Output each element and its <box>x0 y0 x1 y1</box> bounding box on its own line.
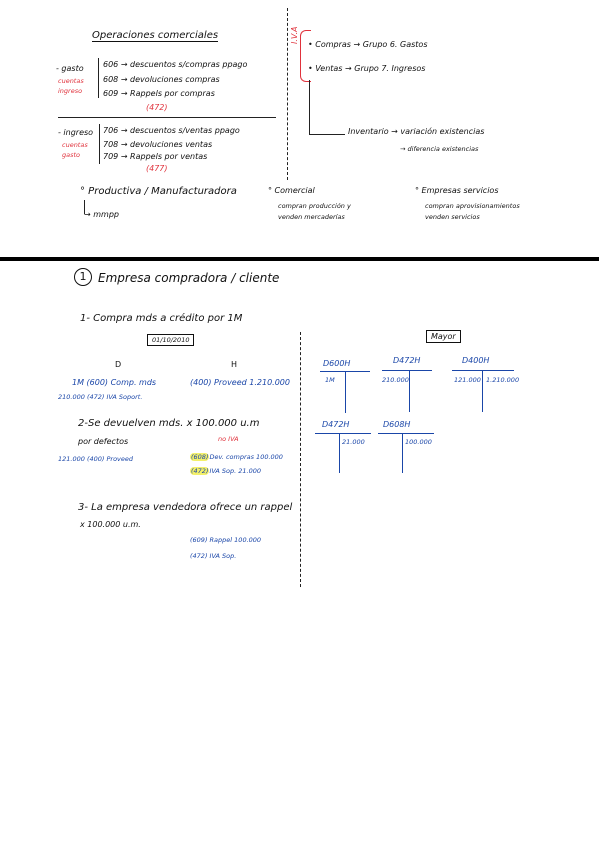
t-account-608-top <box>378 433 434 434</box>
step2-debit-line: 121.000 (400) Proveed <box>58 455 134 463</box>
col-h-header: H <box>231 360 238 369</box>
t-account-600-debit: 1M <box>325 376 335 384</box>
gasto-brace <box>98 58 99 98</box>
section-separator <box>0 257 599 261</box>
step2-credit-line-1: (608)Dev. compras 100.000 <box>190 453 283 461</box>
step1-credit-line: (400) Proveed 1.210.000 <box>190 378 290 387</box>
step2-credit-code-2: (472) <box>190 467 210 475</box>
col-d-header: D <box>115 360 122 369</box>
ventas-line: • Ventas → Grupo 7. Ingresos <box>308 64 426 73</box>
inventario-line: Inventario → variación existencias <box>348 127 485 136</box>
diferencia-line: → diferencia existencias <box>400 145 479 153</box>
inventario-connector <box>309 80 310 134</box>
comercial-sub-2: venden mercaderías <box>278 213 345 221</box>
type-servicios: ° Empresas servicios <box>415 186 499 195</box>
t-account-400-name: D400H <box>462 356 490 365</box>
step1-debit-line-2: 210.000 (472) IVA Soport. <box>58 393 143 401</box>
main-column-divider <box>300 332 301 587</box>
servicios-sub-1: compran aprovisionamientos <box>425 202 520 210</box>
gasto-red-label-1: cuentas <box>58 77 84 85</box>
t-account-472-b-name: D472H <box>322 420 350 429</box>
t-account-608-stem <box>402 433 403 473</box>
ingreso-line-708: 708 → devoluciones ventas <box>103 140 213 149</box>
gasto-label: - gasto <box>56 64 84 73</box>
step1-debit-line-1: 1M (600) Comp. mds <box>72 378 157 387</box>
t-account-608-name: D608H <box>383 420 411 429</box>
ingreso-line-709: 709 → Rappels por ventas <box>103 152 208 161</box>
t-account-600-name: D600H <box>323 359 351 368</box>
step3-credit-line-1: (609) Rappel 100.000 <box>190 536 262 544</box>
t-account-472-b-stem <box>339 433 340 473</box>
t-account-472-a-name: D472H <box>393 356 421 365</box>
section-number-circle: 1 <box>74 268 92 286</box>
gasto-line-608: 608 → devoluciones compras <box>103 75 220 84</box>
comercial-sub-1: compran producción y <box>278 202 351 210</box>
type-comercial: ° Comercial <box>268 186 315 195</box>
t-account-400-credit: 1.210.000 <box>486 376 520 384</box>
ingreso-brace <box>99 124 100 164</box>
step2-note: no IVA <box>218 435 239 443</box>
step3-text: 3- La empresa vendedora ofrece un rappel <box>78 502 293 513</box>
step3-sub: x 100.000 u.m. <box>80 520 141 529</box>
mayor-box: Mayor <box>426 330 461 343</box>
t-account-472-b-top <box>315 433 371 434</box>
ingreso-total: (477) <box>146 164 168 173</box>
gasto-total: (472) <box>146 103 168 112</box>
step3-credit-line-2: (472) IVA Sop. <box>190 552 237 560</box>
step2-credit-line-2: (472)IVA Sop. 21.000 <box>190 467 262 475</box>
ingreso-line-706: 706 → descuentos s/ventas ppago <box>103 126 240 135</box>
divider-line <box>58 117 276 118</box>
section-title: Empresa compradora / cliente <box>98 271 280 285</box>
step2-sub: por defectos <box>78 437 129 446</box>
t-account-472-a-stem <box>409 370 410 412</box>
mmpp-connector <box>84 200 85 214</box>
step1-date-box: 01/10/2010 <box>147 334 195 346</box>
t-account-472-a-debit: 210.000 <box>382 376 409 384</box>
gasto-red-label-2: ingreso <box>58 87 83 95</box>
t-account-600-stem <box>345 371 346 413</box>
ingreso-red-label-2: gasto <box>62 151 81 159</box>
step2-credit-code-1: (608) <box>190 453 210 461</box>
gasto-line-606: 606 → descuentos s/compras ppago <box>103 60 248 69</box>
gasto-line-609: 609 → Rappels por compras <box>103 89 215 98</box>
step2-text: 2-Se devuelven mds. x 100.000 u.m <box>78 418 260 429</box>
t-account-400-stem <box>482 370 483 412</box>
t-account-608-credit: 100.000 <box>405 438 432 446</box>
ingreso-label: - ingreso <box>58 128 94 137</box>
t-account-472-a-top <box>382 370 432 371</box>
page-title: Operaciones comerciales <box>92 30 219 42</box>
iva-vertical-label: I.V.A <box>290 26 299 44</box>
t-account-400-top <box>452 370 514 371</box>
step1-text: 1- Compra mds a crédito por 1M <box>80 313 243 324</box>
type-productiva: ° Productiva / Manufacturadora <box>80 186 237 197</box>
ingreso-red-label-1: cuentas <box>62 141 88 149</box>
inventario-connector-h <box>309 134 345 135</box>
compras-line: • Compras → Grupo 6. Gastos <box>308 40 428 49</box>
type-mmpp: → mmpp <box>84 210 119 219</box>
iva-red-brace <box>300 30 311 82</box>
t-account-472-b-credit: 21.000 <box>342 438 365 446</box>
t-account-400-debit: 121.000 <box>454 376 481 384</box>
servicios-sub-2: venden servicios <box>425 213 480 221</box>
top-column-divider <box>287 8 288 180</box>
